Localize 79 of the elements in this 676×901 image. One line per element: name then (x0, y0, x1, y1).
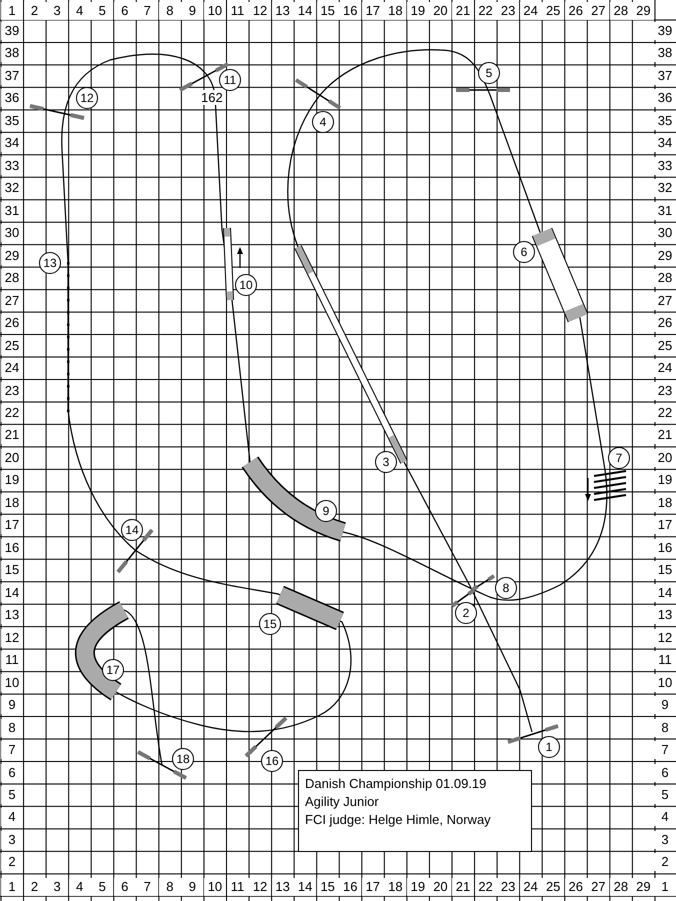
axis-number: 27 (587, 878, 610, 896)
axis-number: 26 (564, 878, 587, 896)
callout-number: 14 (121, 519, 143, 541)
callout-number: 7 (608, 447, 630, 469)
axis-number: 7 (136, 2, 158, 20)
callout-number: 9 (315, 500, 337, 522)
callout-number: 6 (513, 241, 535, 263)
axis-number: 29 (632, 878, 654, 896)
axis-number: 24 (520, 2, 542, 20)
callout-number: 11 (219, 69, 241, 91)
axis-number: 12 (249, 2, 272, 20)
axis-number: 26 (564, 2, 587, 20)
axis-number: 18 (384, 2, 406, 20)
axis-number: 13 (272, 2, 294, 20)
axis-number: 5 (91, 2, 114, 20)
callout-number: 15 (259, 613, 281, 635)
callout-number: 3 (375, 451, 397, 473)
axis-number: 24 (520, 878, 542, 896)
axis-number: 1 (1, 878, 23, 896)
axis-number: 16 (339, 878, 362, 896)
axis-number: 15 (316, 878, 339, 896)
axis-number: 8 (158, 2, 181, 20)
distance-text: 162 (201, 90, 223, 105)
axis-number: 16 (339, 2, 362, 20)
axis-number: 19 (406, 2, 429, 20)
course-info-text: Danish Championship 01.09.19 (305, 776, 486, 791)
axis-number: 21 (452, 2, 474, 20)
callout-number: 18 (172, 748, 194, 770)
axis-number: 17 (362, 878, 384, 896)
course-info-text: Agility Junior (305, 794, 379, 809)
callout-number: 4 (312, 111, 334, 133)
axis-number: 3 (46, 878, 68, 896)
axis-number: 20 (429, 878, 452, 896)
axis-number: 1 (1, 2, 23, 20)
axis-number: 25 (542, 2, 564, 20)
axis-number: 8 (158, 878, 181, 896)
axis-number: 9 (181, 878, 204, 896)
axis-number: 25 (542, 878, 564, 896)
callout-number: 12 (76, 87, 98, 109)
axis-number: 4 (68, 878, 91, 896)
axis-number: 22 (474, 2, 497, 20)
callout-number: 16 (261, 750, 283, 772)
axis-number: 27 (587, 2, 610, 20)
axis-number: 2 (24, 878, 46, 896)
callout-number: 10 (235, 274, 257, 296)
axis-number: 9 (181, 2, 204, 20)
callout-number: 13 (39, 252, 61, 274)
callout-number: 2 (455, 602, 477, 624)
axis-number: 23 (497, 878, 520, 896)
axis-number: 14 (294, 2, 316, 20)
axis-number: 6 (114, 878, 136, 896)
axis-number: 12 (249, 878, 272, 896)
axis-number: 19 (406, 878, 429, 896)
axis-number: 29 (632, 2, 654, 20)
axis-number: 2 (24, 2, 46, 20)
axis-number: 10 (204, 2, 226, 20)
axis-number: 28 (610, 2, 632, 20)
axis-number: 1 (654, 878, 676, 896)
axis-number: 10 (204, 878, 226, 896)
axis-number: 15 (316, 2, 339, 20)
axis-number: 14 (294, 878, 316, 896)
axis-number: 20 (429, 2, 452, 20)
callout-number: 1 (538, 736, 560, 758)
axis-number: 7 (136, 878, 158, 896)
course-info-text: FCI judge: Helge Himle, Norway (305, 812, 491, 827)
axis-number: 22 (474, 878, 497, 896)
axis-number: 3 (46, 2, 68, 20)
axis-number: 21 (452, 878, 474, 896)
axis-number: 13 (272, 878, 294, 896)
callout-number: 8 (495, 577, 517, 599)
axis-number: 28 (610, 878, 632, 896)
axis-number: 17 (362, 2, 384, 20)
axis-number: 5 (91, 878, 114, 896)
axis-number: 6 (114, 2, 136, 20)
axis-number: 23 (497, 2, 520, 20)
callout-number: 5 (478, 62, 500, 84)
axis-number: 4 (68, 2, 91, 20)
axis-number: 18 (384, 878, 406, 896)
callout-number: 17 (102, 659, 124, 681)
